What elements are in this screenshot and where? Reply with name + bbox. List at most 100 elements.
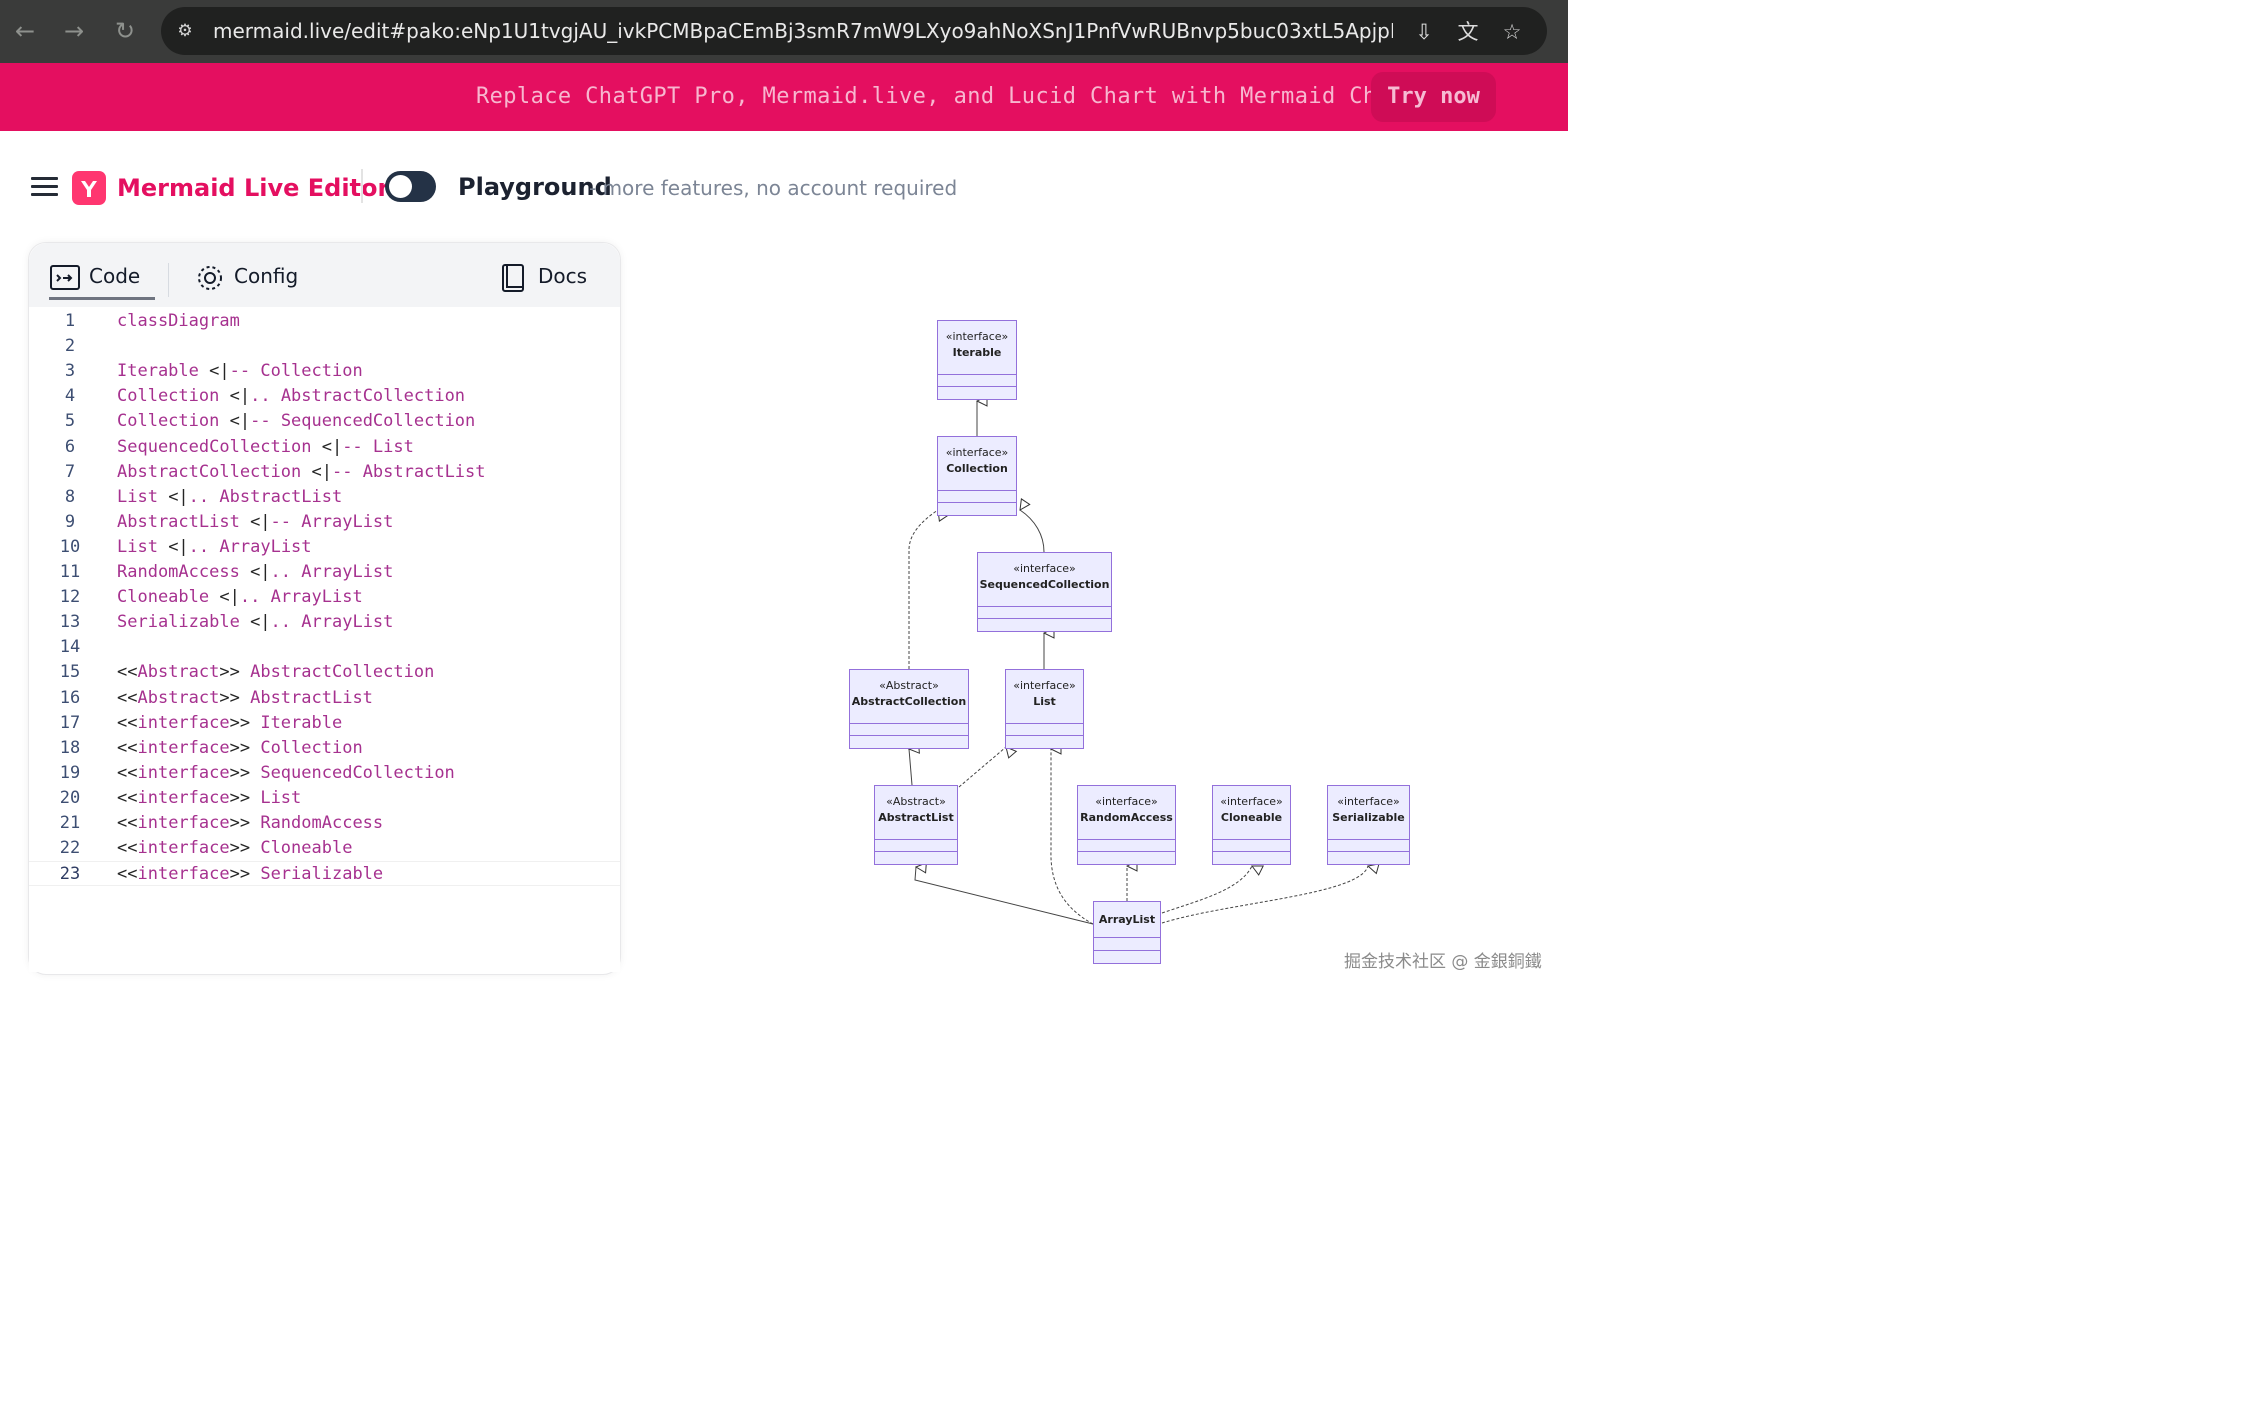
class-iterable[interactable]: «interface»Iterable [937,320,1017,400]
code-line[interactable]: 22 <<interface>> Cloneable [29,836,620,861]
address-bar[interactable]: ⚙ mermaid.live/edit#pako:eNp1U1tvgjAU_iv… [161,7,1547,55]
tab-config-label: Config [234,264,299,288]
line-number: 7 [64,461,76,482]
code-line[interactable]: 21<<interface>> RandomAccess [29,811,620,836]
code-line[interactable]: 19 <<interface>> SequencedCollection [29,761,620,786]
code-line[interactable]: 18 <<interface>> Collection [29,736,620,761]
forward-icon[interactable]: → [63,17,85,45]
line-number: 1 [64,311,76,331]
line-number: 10 [59,536,81,557]
class-cloneable[interactable]: «interface»Cloneable [1212,785,1291,865]
line-number: 17 [59,712,81,733]
playground-toggle[interactable] [385,171,436,202]
stereotype: «interface» [1220,795,1283,808]
code-icon [49,263,81,293]
code-text[interactable]: Collection <|-- SequencedCollection [117,411,476,432]
line-number: 6 [64,436,76,457]
diagram-edges [780,300,1440,925]
code-text[interactable]: <<interface>> Cloneable [117,838,353,859]
line-number: 3 [64,361,76,382]
code-text[interactable]: <<Abstract>> AbstractCollection [117,662,435,683]
reload-icon[interactable]: ↻ [114,17,136,45]
site-settings-icon[interactable]: ⚙ [177,21,193,41]
line-number: 12 [59,587,81,608]
code-text[interactable]: SequencedCollection <|-- List [117,436,414,457]
tab-docs[interactable]: Docs [498,260,587,300]
code-line[interactable]: 17 <<interface>> Iterable [29,711,620,736]
tab-config[interactable]: Config [194,260,298,300]
class-name: AbstractCollection [851,695,967,708]
tab-docs-label: Docs [538,264,588,288]
brand-title[interactable]: Mermaid Live Editor [117,174,390,202]
back-icon[interactable]: ← [14,17,36,45]
line-number: 22 [59,838,81,859]
stereotype: «interface» [1095,795,1158,808]
code-text[interactable]: List <|.. ArrayList [117,536,312,557]
code-text[interactable]: <<interface>> RandomAccess [117,813,384,833]
tab-code[interactable]: Code [49,260,155,300]
line-number: 15 [59,662,81,683]
code-line[interactable]: 16 <<Abstract>> AbstractList [29,686,620,711]
try-now-button[interactable]: Try now [1371,72,1496,122]
class-abstractlist[interactable]: «Abstract»AbstractList [874,785,958,865]
class-list[interactable]: «interface»List [1005,669,1084,749]
class-diagram: «interface»Iterable «interface»Collectio… [780,300,1440,980]
code-text[interactable]: classDiagram [117,311,240,331]
class-sequencedcollection[interactable]: «interface»SequencedCollection [977,552,1112,632]
class-name: Collection [946,462,1008,475]
code-text[interactable]: <<interface>> Collection [117,737,363,758]
class-randomaccess[interactable]: «interface»RandomAccess [1077,785,1176,865]
code-line[interactable]: 3 Iterable <|-- Collection [29,359,620,384]
code-line[interactable]: 20 <<interface>> List [29,786,620,811]
promo-text: Replace ChatGPT Pro, Mermaid.live, and L… [476,84,1418,109]
code-line[interactable]: 7 AbstractCollection <|-- AbstractList [29,460,620,485]
code-text[interactable]: <<interface>> SequencedCollection [117,762,455,783]
code-text[interactable]: <<interface>> List [117,787,302,808]
code-line[interactable]: 15 <<Abstract>> AbstractCollection [29,660,620,685]
code-line[interactable]: 10 List <|.. ArrayList [29,535,620,560]
code-text[interactable]: List <|.. AbstractList [117,486,343,507]
code-line[interactable]: 23<<interface>> Serializable [29,861,620,887]
code-text[interactable]: Serializable <|.. ArrayList [117,612,394,633]
class-serializable[interactable]: «interface»Serializable [1327,785,1410,865]
line-number: 20 [59,787,81,808]
line-number: 5 [64,411,76,432]
code-text[interactable]: Collection <|.. AbstractCollection [117,386,466,407]
code-text[interactable]: AbstractList <|-- ArrayList [117,511,394,532]
class-name: AbstractList [878,811,954,824]
code-line[interactable]: 2 [29,334,620,359]
code-line[interactable]: 6 SequencedCollection <|-- List [29,435,620,460]
bookmark-star-icon[interactable]: ☆ [1502,20,1522,44]
line-number: 19 [59,762,81,783]
code-text[interactable]: <<Abstract>> AbstractList [117,687,373,708]
hamburger-menu-icon[interactable] [31,177,58,197]
code-line[interactable]: 5 Collection <|-- SequencedCollection [29,409,620,434]
code-text[interactable]: <<interface>> Iterable [117,712,343,733]
code-line[interactable]: 1 classDiagram [29,309,620,334]
editor-tabs: Code Config Docs [29,243,620,307]
class-arraylist[interactable]: ArrayList [1093,901,1161,964]
install-icon[interactable]: ⇩ [1415,20,1433,44]
code-text[interactable]: RandomAccess <|.. ArrayList [117,562,394,582]
translate-icon[interactable]: 文 [1457,20,1479,44]
code-text[interactable]: Iterable <|-- Collection [117,361,363,382]
class-collection[interactable]: «interface»Collection [937,436,1017,516]
stereotype: «interface» [1013,679,1076,692]
code-line[interactable]: 12 Cloneable <|.. ArrayList [29,585,620,610]
class-abstractcollection[interactable]: «Abstract»AbstractCollection [849,669,969,749]
class-name: Iterable [952,346,1002,359]
code-text[interactable]: Cloneable <|.. ArrayList [117,587,363,608]
code-line[interactable]: 14 [29,635,620,660]
code-text[interactable]: <<interface>> Serializable [117,864,384,885]
url-text[interactable]: mermaid.live/edit#pako:eNp1U1tvgjAU_ivkP… [213,19,1393,43]
line-number: 18 [59,737,81,758]
code-text[interactable]: AbstractCollection <|-- AbstractList [117,461,486,482]
browser-toolbar: ← → ↻ ⚙ mermaid.live/edit#pako:eNp1U1tvg… [0,0,1568,63]
line-number: 16 [59,687,81,708]
